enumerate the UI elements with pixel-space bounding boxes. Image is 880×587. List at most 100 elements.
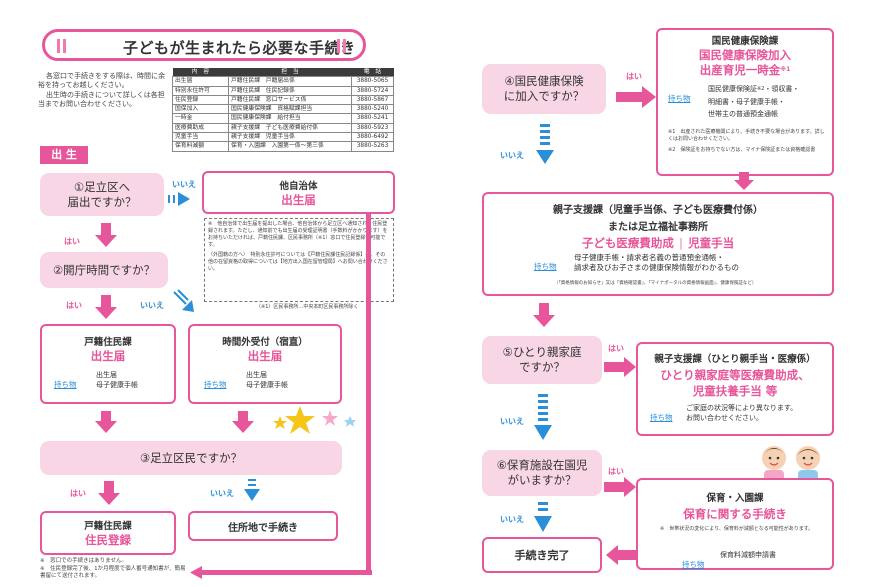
- mochimono-label: 持ち物: [204, 380, 227, 389]
- label-no-q1: いいえ: [172, 180, 196, 189]
- hitorioya-item-1: ご家庭の状況等により異なります。: [686, 404, 798, 412]
- table-cell-content: 児童手当: [172, 132, 229, 143]
- hitorioya-box: 親子支援課（ひとり親手当・医療係） ひとり親家庭等医療費助成、 児童扶養手当 等…: [636, 342, 834, 436]
- table-cell-phone: 3880-5263: [351, 141, 394, 152]
- item-receipt: ・領収書・: [764, 85, 800, 93]
- table-cell-department: 親子支援課 児童手当係: [228, 132, 352, 143]
- after-hours-box: 時間外受付（宿直） 出生届 持ち物 出生届 母子健康手帳: [188, 324, 342, 404]
- arrow-down-icon: [95, 223, 117, 247]
- moved-box: 住所地で手続き: [188, 511, 338, 541]
- done-title: 手続き完了: [514, 549, 570, 562]
- koseki-heading: 戸籍住民課: [84, 337, 132, 348]
- oyako-item-list: 母子健康手帳・請求者名義の普通預金通帳・ 請求者及びお子さまの健康保険情報がわか…: [574, 253, 824, 272]
- hitorioya-item-list: ご家庭の状況等により異なります。 お問い合わせください。: [686, 404, 832, 423]
- koseki-birth-box: 戸籍住民課 出生届 持ち物 出生届 母子健康手帳: [40, 324, 176, 404]
- oyako-title: 子ども医療費助成 | 児童手当: [484, 235, 832, 251]
- note-ward-office: （※1）区民事務所…中央本町区民事務所除く: [256, 304, 359, 310]
- title-divider: |: [678, 236, 684, 250]
- arrow-right-icon: [604, 357, 636, 377]
- table-cell-phone: 3880-5923: [351, 122, 394, 134]
- question-4: ④国民健康保険 に加入ですか？: [482, 64, 606, 114]
- table-header: 電 話: [351, 68, 394, 77]
- moved-title: 住所地で手続き: [228, 522, 298, 534]
- arrow-diagonal-icon: [173, 289, 194, 312]
- oyako-mochimono: 持ち物: [534, 254, 557, 273]
- hoiku-title: 保育に関する手続き: [683, 507, 787, 521]
- arrow-down-icon: [534, 502, 552, 532]
- arrow-down-icon: [244, 479, 260, 501]
- kokuho-note-1: ※1 出産された医療機関により、手続き不要な場合があります。詳しくはお問い合わせ…: [668, 129, 825, 142]
- mochimono-label: 持ち物: [534, 262, 557, 271]
- flow-line: [366, 214, 371, 574]
- table-cell-phone: 3880-6492: [351, 132, 394, 143]
- oyako-heading: 親子支援課（児童手当係、子ども医療費付係）: [553, 205, 763, 216]
- label-no-q6: いいえ: [500, 515, 524, 524]
- page-title-banner: 子どもが生まれたら必要な手続き: [42, 29, 366, 61]
- kokuho-note-2: ※2 保険証をお持ちでない方は、マイナ保険証または資格確認書: [668, 147, 816, 153]
- label-yes-q1: はい: [64, 237, 80, 246]
- mochimono-label: 持ち物: [650, 413, 673, 422]
- kokuho-mochimono: 持ち物: [668, 86, 691, 105]
- table-cell-phone: 3880-5724: [351, 85, 394, 96]
- other-city-box: 他自治体 出生届: [202, 171, 395, 214]
- table-cell-content: 特別永住許可: [172, 85, 229, 96]
- done-box: 手続き完了: [482, 537, 602, 573]
- item-birth-form: 出生届: [246, 371, 267, 379]
- oyako-title-medical: 子ども医療費助成: [581, 236, 674, 250]
- table-header-row: 内 容 担 当 電 話: [172, 68, 394, 77]
- table-cell-phone: 3880-5240: [351, 104, 394, 115]
- mochimono-label: 持ち物: [54, 380, 77, 389]
- arrow-down-icon: [95, 295, 117, 319]
- koseki-item-list: 出生届 母子健康手帳: [96, 371, 138, 390]
- footnote-1: ※ 窓口での手続きはありません。: [40, 558, 127, 564]
- table-cell-phone: 3880-5867: [351, 94, 394, 106]
- arrow-right-icon: [604, 477, 636, 497]
- table-cell-content: 保育料減額: [172, 141, 229, 152]
- other-city-title: 出生届: [281, 193, 316, 207]
- oyako-title-allowance: 児童手当: [688, 236, 735, 250]
- kokuho-item-3: 世帯主の普通預金通帳: [708, 110, 778, 118]
- question-2: ②開庁時間ですか？: [40, 252, 168, 288]
- arrow-down-icon: [232, 411, 254, 433]
- label-yes-q5: はい: [608, 344, 624, 353]
- arrow-right-icon: [168, 192, 190, 206]
- table-cell-department: 戸籍住民課 戸籍届出係: [228, 76, 352, 87]
- label-no-q5: いいえ: [500, 417, 524, 426]
- question-6: ⑥保育施設在園児 がいますか？: [482, 450, 602, 496]
- intro-text: 各窓口で手続きをする際は、時間に余裕を持ってお越しください。 出生時の手続きにつ…: [38, 72, 168, 110]
- hitorioya-mochimono: 持ち物: [650, 405, 673, 424]
- hitorioya-item-2: お問い合わせください。: [686, 413, 763, 422]
- kokuho-box: 国民健康保険課 国民健康保険加入 出産育児一時金※1 持ち物 国民健康保険証※2…: [656, 28, 834, 176]
- question-1: ①足立区へ 届出ですか？: [40, 173, 164, 216]
- item-boshi-techo: 母子健康手帳: [96, 380, 138, 389]
- hoiku-mochimono: 持ち物: [682, 552, 705, 571]
- note-foreign-nationals: 〈外国籍の方へ〉 特別永住許可については【戸籍住民課住民記録係】へ、その他の在留…: [208, 252, 388, 272]
- page-title: 子どもが生まれたら必要な手続き: [123, 39, 356, 57]
- register-title: 住民登録: [85, 533, 131, 547]
- hoiku-heading: 保育・入園課: [706, 493, 764, 504]
- hoiku-item-1: 保育料減額申請書: [720, 551, 776, 559]
- label-yes-q3: はい: [70, 489, 86, 498]
- koseki-title: 出生届: [90, 349, 126, 363]
- table-header: 内 容: [172, 68, 229, 77]
- intro-paragraph-1: 各窓口で手続きをする際は、時間に余裕を持ってお越しください。: [38, 72, 165, 90]
- oyako-item-1: 母子健康手帳・請求者名義の普通預金通帳・: [574, 253, 724, 262]
- oyako-item-2: 請求者及びお子さまの健康保険情報がわかるもの: [574, 262, 739, 272]
- register-box: 戸籍住民課 住民登録: [40, 511, 176, 555]
- footnote-2: ※ 住民登録完了後、1か月程度で個人番号通知書が、簡易書留にて送付されます。: [40, 566, 186, 579]
- table-cell-department: 国民健康保険課 資格賦課担当: [228, 104, 352, 115]
- kokuho-item-list: 国民健康保険証※2・領収書・ 明細書・母子健康手帳・ 世帯主の普通預金通帳: [708, 85, 832, 120]
- arrow-down-icon: [536, 124, 554, 164]
- label-no-q4: いいえ: [500, 151, 524, 160]
- after-hours-heading: 時間外受付（宿直）: [222, 337, 308, 348]
- table-cell-content: 一時金: [172, 113, 229, 124]
- mochimono-label: 持ち物: [682, 560, 705, 569]
- question-3: ③足立区民ですか？: [40, 441, 342, 475]
- hitorioya-heading: 親子支援課（ひとり親手当・医療係）: [654, 354, 816, 365]
- stars-decoration-icon: [273, 406, 356, 434]
- kokuho-item-1: 国民健康保険証※2・領収書・: [708, 85, 832, 95]
